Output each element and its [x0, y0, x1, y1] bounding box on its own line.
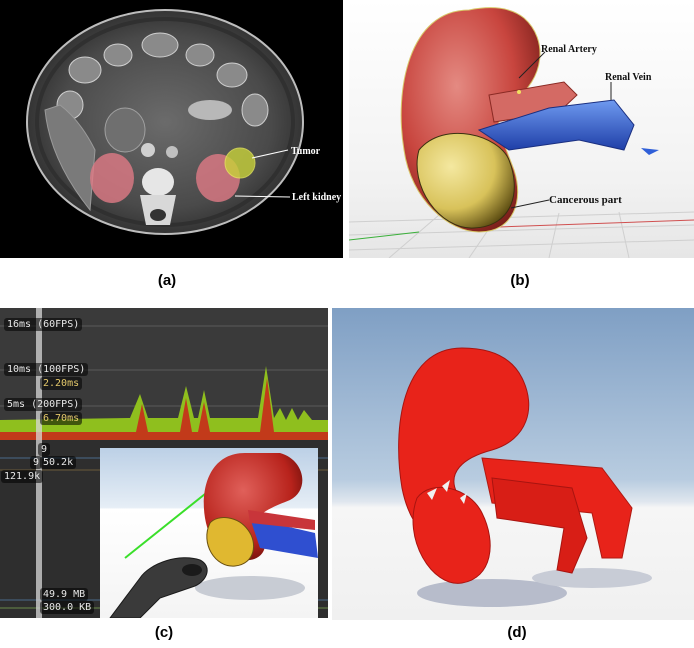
renal-vein-3d — [477, 99, 635, 151]
tumor-label: Tumor — [291, 146, 321, 157]
ct-scan-image: Tumor Left kidney — [26, 9, 341, 235]
caption-c: (c) — [154, 624, 174, 641]
vr-viewport — [100, 448, 318, 618]
unity-tumor — [412, 486, 491, 584]
value-50k: 50.2k — [40, 456, 77, 469]
memory-mb: 49.9 MB — [40, 588, 89, 601]
value-121k: 121.9k — [1, 470, 44, 483]
ct-scan-panel: Tumor Left kidney — [0, 0, 343, 258]
caption-b: (b) — [510, 272, 530, 289]
vr-tumor — [206, 517, 255, 567]
cancerous-part-3d — [416, 132, 515, 229]
ms10-label: 10ms (100FPS) — [4, 363, 89, 376]
kidney-model-image: Renal Artery Renal Vein Cancerous part — [349, 7, 694, 258]
unity-render-image — [398, 347, 652, 607]
left-kidney-label: Left kidney — [292, 192, 341, 203]
ms5-label: 5ms (200FPS) — [4, 398, 83, 411]
ms10-value: 2.20ms — [40, 377, 83, 390]
vr-scene — [109, 453, 318, 618]
cancerous-part-label: Cancerous part — [549, 194, 622, 206]
caption-a: (a) — [157, 272, 177, 289]
count-9-bottom: 9 — [30, 456, 43, 469]
memory-kb: 300.0 KB — [40, 601, 95, 614]
right-kidney-highlight — [90, 153, 134, 203]
ms5-value: 6.70ms — [40, 412, 83, 425]
profiler-panel: 16ms (60FPS) 10ms (100FPS) 2.20ms 5ms (2… — [0, 308, 328, 618]
tumor-highlight — [224, 147, 256, 179]
renal-vein-label: Renal Vein — [605, 72, 652, 83]
vr-controller-icon — [109, 557, 208, 618]
caption-d: (d) — [507, 624, 527, 641]
unity-render-panel — [332, 308, 694, 620]
ms16-label: 16ms (60FPS) — [4, 318, 83, 331]
count-9-top: 9 — [38, 443, 51, 456]
kidney-model-panel: Renal Artery Renal Vein Cancerous part — [349, 0, 694, 258]
renal-artery-label: Renal Artery — [541, 44, 597, 55]
